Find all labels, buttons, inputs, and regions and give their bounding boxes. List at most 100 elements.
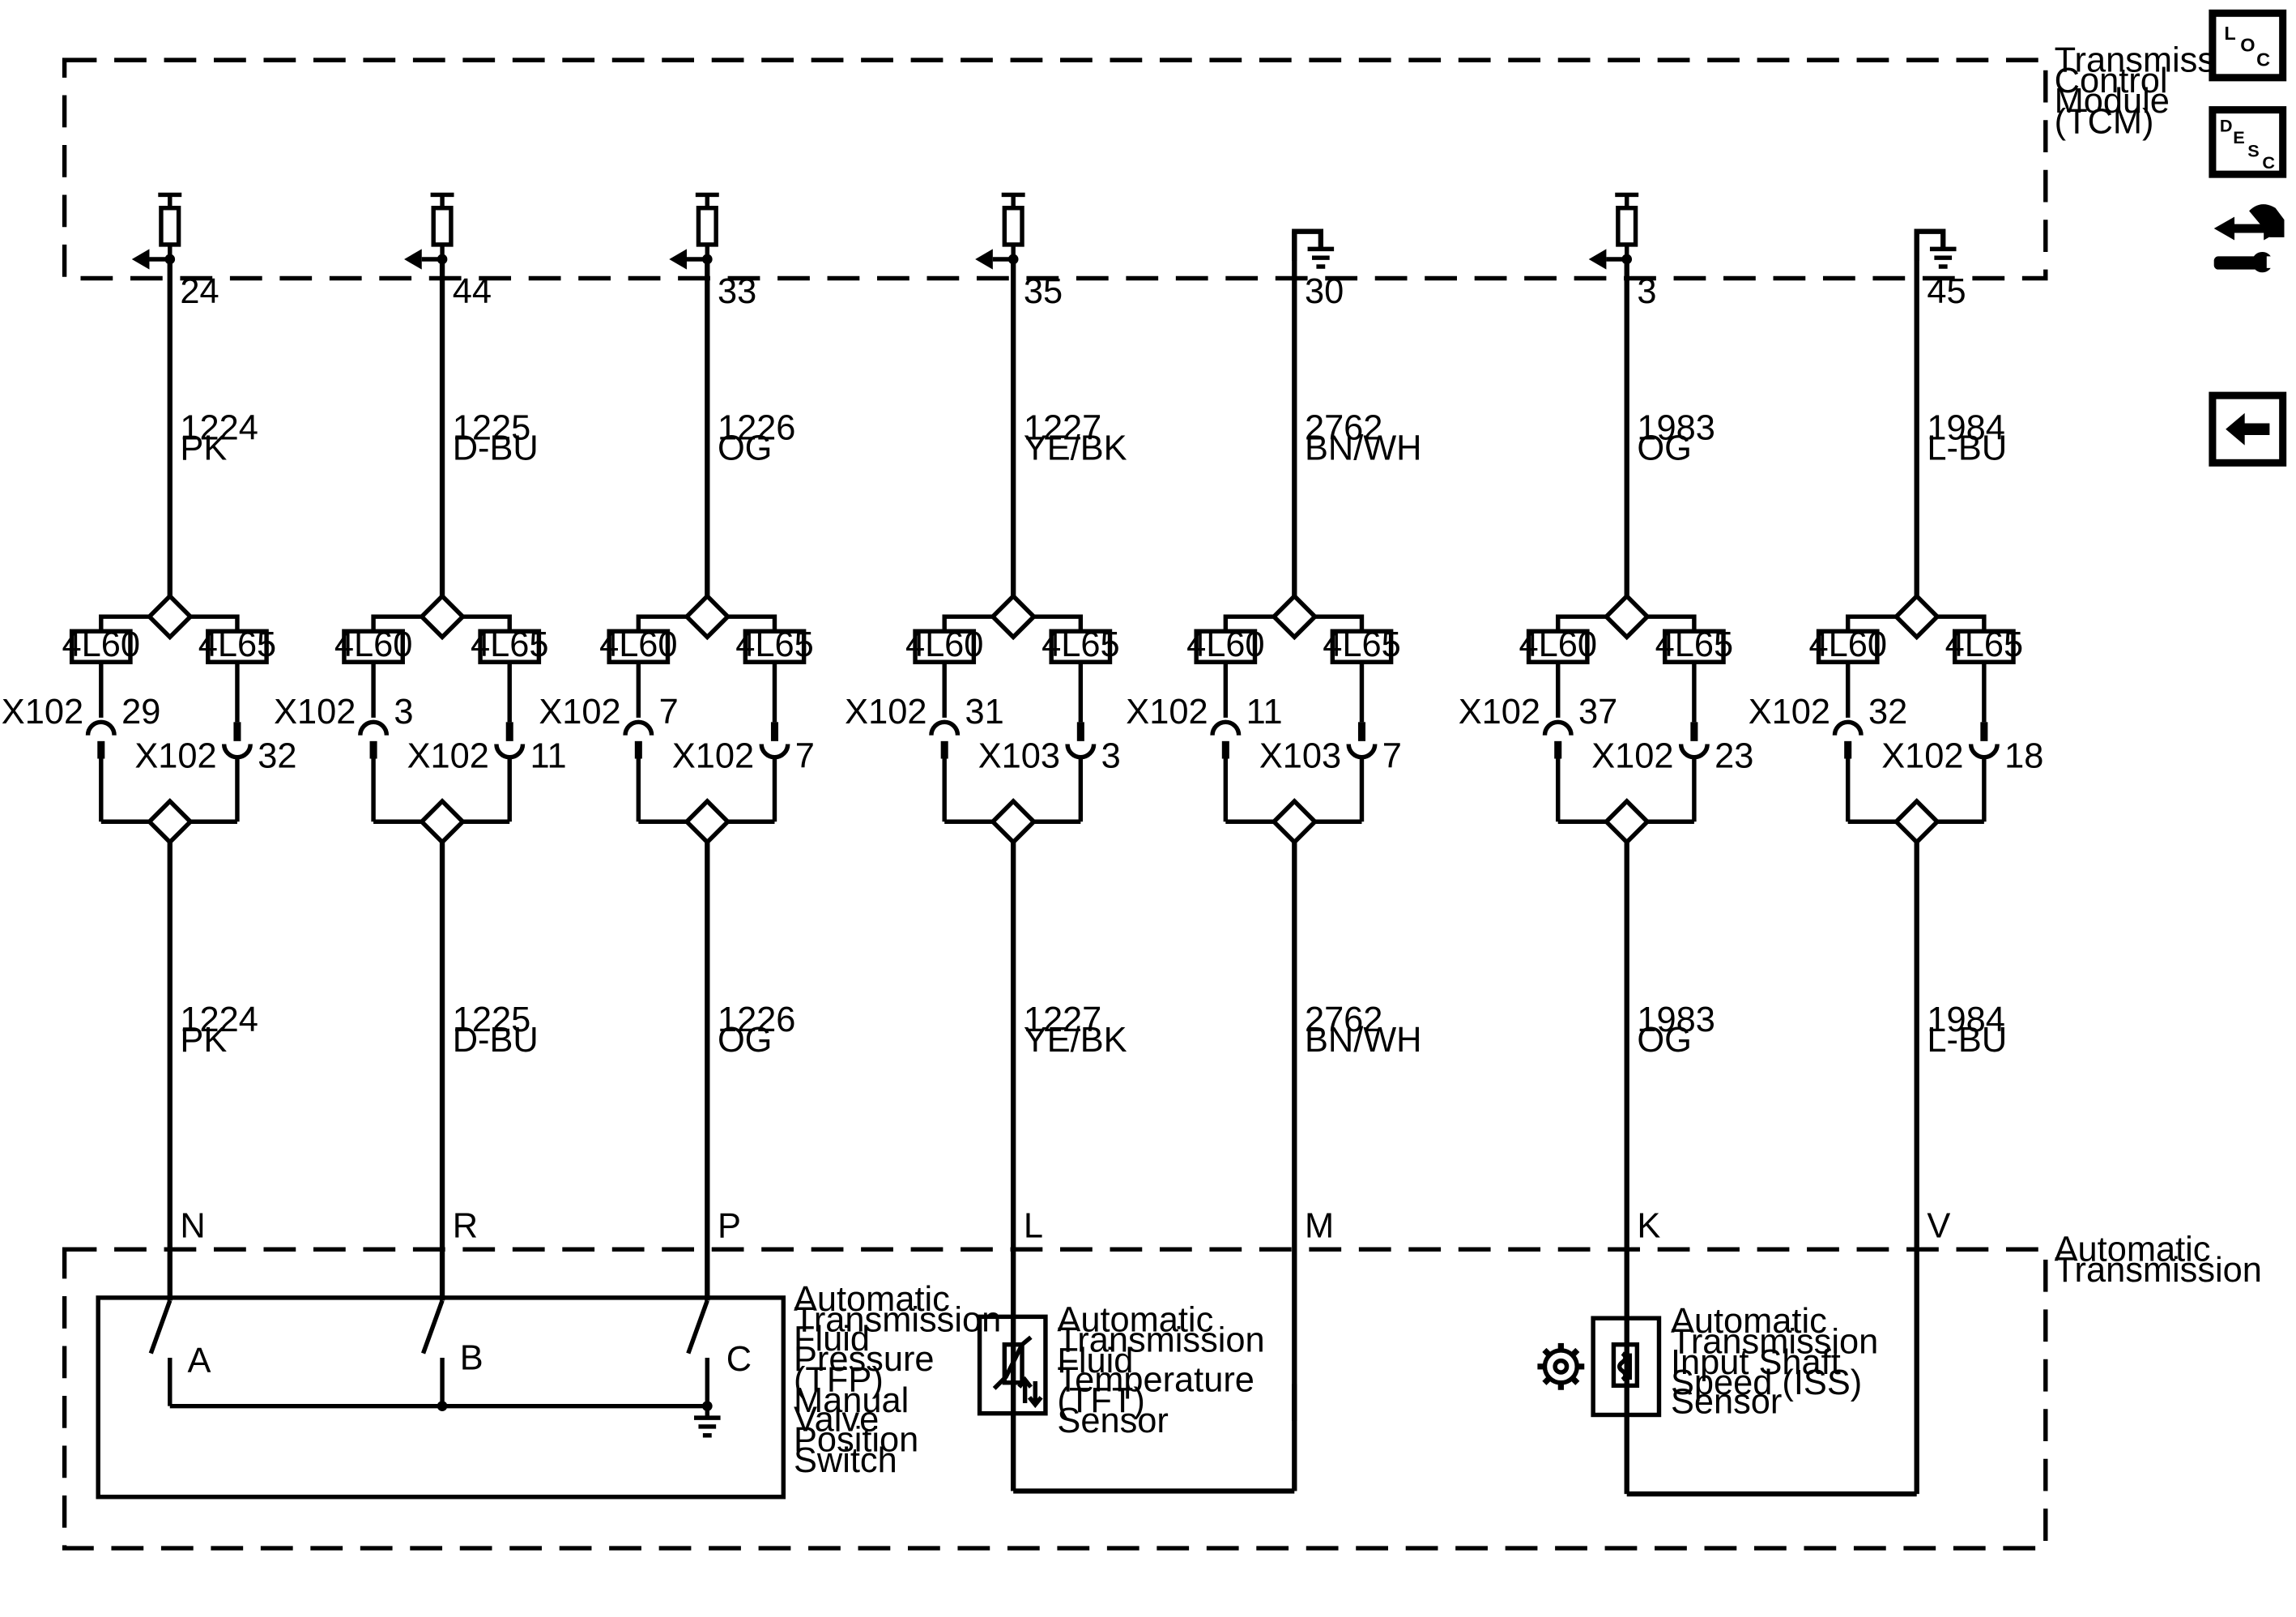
option-split-icon: [1603, 593, 1651, 641]
loc-letter: O: [2240, 34, 2255, 55]
connector-id: X102: [407, 736, 489, 775]
component-label-line: Automatic: [794, 1280, 950, 1319]
transmission-pin-label: N: [180, 1207, 205, 1246]
connector-symbol: [929, 719, 961, 759]
component-label-line: Automatic: [1057, 1300, 1213, 1339]
connector-pin: 7: [795, 736, 815, 775]
variant-label: 4L60: [334, 625, 412, 664]
signal-arrow-icon: [669, 249, 708, 270]
tcm-pin-label: 35: [1024, 272, 1063, 311]
circuit-number: 1226: [718, 408, 795, 447]
wire-color: D-BU: [453, 429, 539, 468]
tcm-pin-label: 33: [718, 272, 756, 311]
variant-label: 4L65: [1655, 625, 1734, 664]
tcm-label-line: Module: [2055, 82, 2170, 121]
connector-id: X102: [1126, 693, 1208, 732]
connector-symbol: [1346, 722, 1378, 760]
desc-letter: C: [2262, 152, 2275, 173]
thermistor-icon: [1002, 1342, 1024, 1385]
pull-up-resistor-icon: [158, 192, 182, 265]
desc-button[interactable]: D E S C: [2209, 106, 2287, 178]
connector-symbol: [1832, 719, 1864, 759]
transmission-boundary: [62, 1247, 2048, 1551]
component-label-line: (TFP): [794, 1361, 884, 1400]
bottom-wiring: [1013, 1488, 1917, 1497]
variant-tag-4l60: 4L60: [905, 625, 984, 664]
connector-symbol: [221, 722, 253, 760]
signal-arrow-icon: [131, 249, 170, 270]
variant-tag-4l60: 4L60: [62, 625, 141, 664]
connector-pin: 37: [1578, 693, 1617, 732]
connector-id: X102: [1591, 736, 1673, 775]
variant-tag-4l60: 4L60: [334, 625, 412, 664]
variant-label: 4L60: [1186, 625, 1265, 664]
connector-pin: 11: [1246, 693, 1283, 732]
connector-end-view-icon[interactable]: [2213, 204, 2285, 273]
wire-color: L-BU: [1927, 429, 2007, 468]
variant-label: 4L65: [1323, 625, 1401, 664]
option-split-icon: [1603, 798, 1651, 846]
variant-tag-4l60: 4L60: [1808, 625, 1887, 664]
option-split-icon: [1271, 593, 1318, 641]
variant-tag-4l65: 4L65: [198, 625, 277, 664]
connector-id: X102: [274, 693, 356, 732]
option-split-icon: [990, 593, 1037, 641]
tfp-switch-label: Automatic Transmission Fluid Pressure (T…: [794, 1280, 1001, 1480]
back-button[interactable]: [2209, 391, 2287, 467]
component-label-line: Transmission: [1671, 1323, 1878, 1362]
wire-color: OG: [1637, 1021, 1691, 1060]
variant-tag-4l65: 4L65: [1042, 625, 1120, 664]
connector-id: X102: [539, 693, 620, 732]
variant-tag-4l65: 4L65: [735, 625, 813, 664]
connector-id: X102: [845, 693, 926, 732]
variant-label: 4L65: [1042, 625, 1120, 664]
connector-pin: 7: [1382, 736, 1402, 775]
connector-pin: 23: [1715, 736, 1753, 775]
component-label-line: Sensor: [1057, 1402, 1168, 1440]
option-split-icon: [990, 798, 1037, 846]
loc-button[interactable]: L O C: [2209, 9, 2287, 82]
component-label-line: Transmission: [1057, 1321, 1264, 1360]
component-label-line: Transmission: [794, 1300, 1001, 1339]
tfp-switch-box: [96, 1295, 786, 1500]
tcm-pin-label: 24: [180, 272, 219, 311]
circuit-number: 1224: [180, 1000, 258, 1039]
connector-pin: 32: [258, 736, 296, 775]
iss-sensor: Automatic Transmission Input Shaft Speed…: [1537, 1302, 1878, 1422]
variant-tag-4l65: 4L65: [1655, 625, 1734, 664]
wire-color: BN/WH: [1305, 1021, 1422, 1060]
variant-label: 4L65: [1945, 625, 2024, 664]
component-label-line: Pressure: [794, 1340, 935, 1379]
signal-arrow-icon: [404, 249, 443, 270]
back-arrow-icon: [2226, 412, 2270, 446]
desc-letter: S: [2247, 140, 2259, 160]
option-split-icon: [1271, 798, 1318, 846]
variant-tag-4l60: 4L60: [1519, 625, 1597, 664]
connector-id: X102: [134, 736, 216, 775]
circuit-number: 1224: [180, 408, 258, 447]
wire-color: PK: [180, 1021, 227, 1060]
option-split-icon: [684, 593, 731, 641]
connector-pin: 29: [121, 693, 160, 732]
connector-id: X102: [1749, 693, 1830, 732]
ground-icon: [1929, 246, 1957, 269]
contact-label-b: B: [460, 1338, 483, 1377]
connector-symbol: [1065, 722, 1097, 760]
connector-pin: 3: [394, 693, 413, 732]
transmission-label-line: Transmission: [2055, 1251, 2262, 1290]
transmission-pin-label: K: [1637, 1207, 1660, 1246]
signal-arrow-icon: [975, 249, 1014, 270]
variant-label: 4L60: [62, 625, 141, 664]
variant-tag-4l65: 4L65: [1323, 625, 1401, 664]
connector-symbol: [759, 722, 790, 760]
component-label-line: Input Shaft: [1671, 1343, 1841, 1382]
option-split-icon: [418, 798, 466, 846]
wire-color: OG: [1637, 429, 1691, 468]
tcm-pin-label: 3: [1637, 272, 1656, 311]
tcm-pin-label: 44: [453, 272, 492, 311]
transmission-label-line: Automatic: [2055, 1231, 2211, 1269]
component-label-line: Manual: [794, 1381, 909, 1420]
